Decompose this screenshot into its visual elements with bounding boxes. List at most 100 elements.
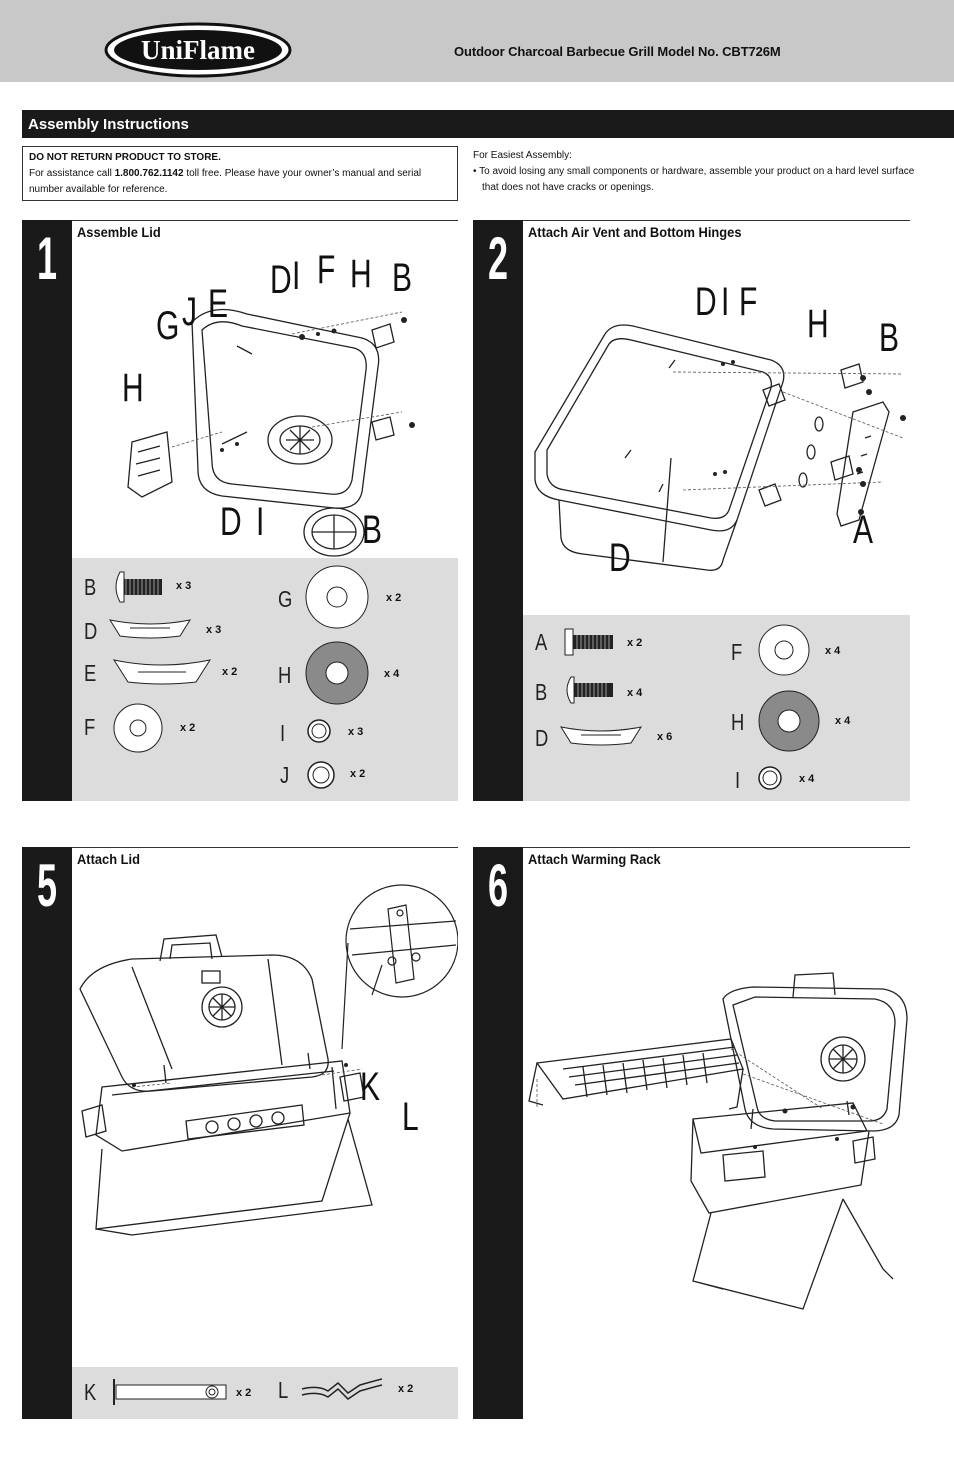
- easy-assembly: For Easiest Assembly: • To avoid losing …: [473, 148, 923, 196]
- step-title: Assemble Lid: [77, 224, 161, 240]
- part-label: G: [278, 586, 293, 612]
- part-qty: x 2: [386, 592, 402, 604]
- part-label: I: [735, 767, 741, 793]
- part-label: I: [280, 720, 286, 746]
- callout-label: B: [879, 316, 900, 360]
- brand-text: UniFlame: [141, 35, 255, 65]
- part-qty: x 4: [799, 773, 815, 785]
- bolt-icon: [566, 676, 613, 704]
- callout-label: B: [392, 256, 413, 300]
- callout-label: I: [292, 254, 301, 298]
- step-number-column: 5: [22, 847, 72, 1419]
- part-label: B: [535, 679, 548, 705]
- callout-label: A: [853, 508, 874, 552]
- uniflame-logo: UniFlame: [104, 22, 292, 78]
- step-number-column: 1: [22, 220, 72, 801]
- step-number-column: 2: [473, 220, 523, 801]
- nut-icon: [307, 761, 335, 789]
- part-label: D: [535, 725, 549, 751]
- lid-assembly-illustration: [127, 308, 415, 557]
- part-label: D: [84, 618, 98, 644]
- part-label: E: [84, 660, 97, 686]
- easy-heading: For Easiest Assembly:: [473, 150, 572, 161]
- lock-washer-icon: [758, 690, 820, 752]
- base-hinge-illustration: [534, 324, 906, 571]
- part-qty: x 6: [657, 731, 673, 743]
- part-label: B: [84, 574, 97, 600]
- part-qty: x 4: [825, 645, 841, 657]
- warning-text: For assistance call 1.800.762.1142 toll …: [29, 168, 422, 195]
- step-number: 5: [36, 852, 58, 919]
- part-qty: x 4: [384, 668, 400, 680]
- flat-washer-icon: [758, 624, 810, 676]
- callout-label: D: [220, 500, 242, 544]
- step-5-panel: 5 Attach Lid: [22, 847, 458, 1419]
- callout-label: D: [609, 536, 631, 580]
- bolt-icon: [115, 571, 162, 603]
- part-qty: x 2: [350, 768, 366, 780]
- easy-bullet: • To avoid losing any small components o…: [473, 166, 915, 193]
- warning-box: DO NOT RETURN PRODUCT TO STORE. For assi…: [22, 146, 458, 201]
- callout-label: I: [256, 500, 265, 544]
- part-qty: x 3: [206, 624, 222, 636]
- part-qty: x 2: [222, 666, 238, 678]
- part-qty: x 4: [835, 715, 851, 727]
- callout-label: I: [721, 280, 730, 324]
- callout-label: H: [350, 252, 372, 296]
- step-number: 2: [487, 225, 509, 292]
- nut-icon: [758, 766, 782, 790]
- step-number: 6: [487, 852, 509, 919]
- part-qty: x 3: [348, 726, 364, 738]
- callout-label: D: [695, 280, 717, 324]
- part-qty: x 2: [180, 722, 196, 734]
- step-title: Attach Warming Rack: [528, 851, 661, 867]
- curved-washer-icon: [112, 659, 212, 685]
- parts-list: B x 3 D x 3 E x 2 F x 2 G x 2 H x 4 I x …: [72, 558, 458, 801]
- part-label: H: [731, 709, 745, 735]
- part-label: F: [731, 639, 743, 665]
- step-title: Attach Lid: [77, 851, 140, 867]
- warning-headline: DO NOT RETURN PRODUCT TO STORE.: [29, 152, 221, 163]
- callout-label: E: [208, 282, 229, 326]
- part-qty: x 4: [627, 687, 643, 699]
- warming-rack-illustration: [528, 972, 908, 1310]
- flat-washer-icon: [305, 565, 369, 629]
- hinge-pin-icon: [113, 1379, 227, 1405]
- model-line: Outdoor Charcoal Barbecue Grill Model No…: [454, 44, 781, 59]
- callout-label: D: [270, 258, 292, 302]
- step-6-panel: 6 Attach Warming Rack: [473, 847, 910, 1419]
- callout-label: G: [156, 304, 180, 348]
- callout-label: F: [317, 248, 336, 292]
- part-label: L: [278, 1377, 289, 1403]
- step-2-panel: 2 Attach Air Vent and Bottom Hinges D I …: [473, 220, 910, 801]
- step-number-column: 6: [473, 847, 523, 1419]
- callout-label: L: [402, 1095, 419, 1139]
- parts-list: K x 2 L x 2: [72, 1367, 458, 1419]
- part-qty: x 3: [176, 580, 192, 592]
- callout-label: J: [182, 290, 197, 334]
- callout-label: H: [122, 366, 144, 410]
- curved-washer-icon: [108, 619, 192, 639]
- section-title: Assembly Instructions: [28, 116, 189, 133]
- part-label: F: [84, 714, 96, 740]
- part-qty: x 2: [398, 1383, 414, 1395]
- phone-number: 1.800.762.1142: [114, 168, 184, 179]
- cotter-clip-icon: [301, 1378, 383, 1400]
- part-label: K: [84, 1379, 97, 1405]
- curved-washer-icon: [559, 726, 643, 746]
- callout-label: H: [807, 302, 829, 346]
- attach-lid-illustration: [79, 884, 458, 1236]
- section-bar: Assembly Instructions: [22, 110, 954, 138]
- bolt-icon: [564, 628, 613, 656]
- part-label: J: [280, 762, 290, 788]
- callout-label: K: [360, 1065, 381, 1109]
- part-qty: x 2: [627, 637, 643, 649]
- lock-washer-icon: [305, 641, 369, 705]
- step-1-panel: 1 Assemble Lid D I F H B G J E: [22, 220, 458, 801]
- part-label: A: [535, 629, 548, 655]
- parts-list: A x 2 B x 4 D x 6 F x 4 H x 4 I x 4: [523, 615, 910, 801]
- callout-label: B: [362, 508, 383, 552]
- part-label: H: [278, 662, 292, 688]
- callout-label: F: [739, 280, 758, 324]
- nut-icon: [307, 719, 331, 743]
